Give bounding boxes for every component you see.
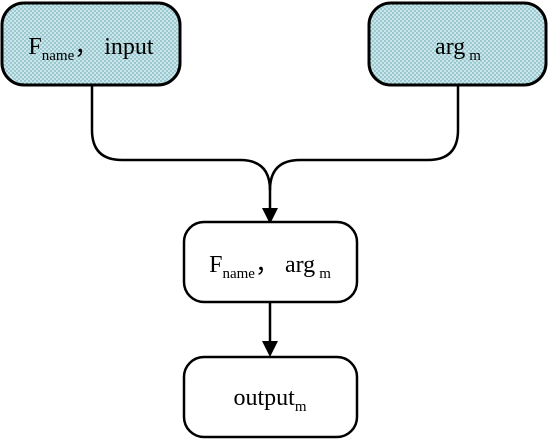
input-node-label: Fname， input — [28, 34, 154, 64]
input-node-box — [0, 1, 182, 87]
connector-arg-to-merge — [268, 85, 460, 191]
arrowhead-merge — [262, 208, 278, 224]
connector-input-to-merge — [90, 85, 272, 222]
arrowhead-output — [262, 341, 278, 357]
arg-node-box — [367, 1, 548, 87]
output-node-label: outputm — [233, 385, 306, 415]
output-node: outputm — [182, 355, 359, 439]
output-node-box — [182, 355, 359, 439]
merge-node-box — [182, 220, 359, 304]
input-node: Fname， input — [0, 1, 182, 87]
